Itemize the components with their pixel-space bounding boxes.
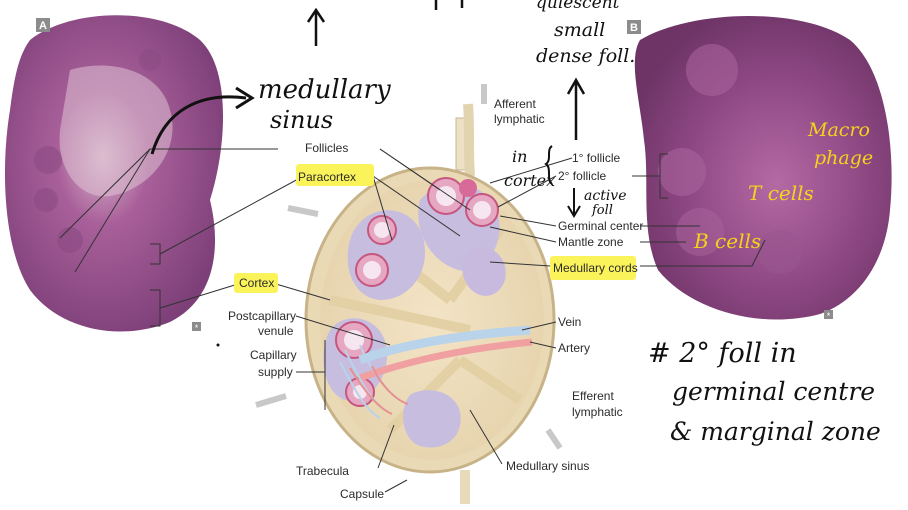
label-venule: venule (258, 324, 294, 338)
panel-a-letter: A (39, 20, 47, 32)
label-secondary-follicle: 2° follicle (558, 169, 606, 183)
note-foll: foll (591, 203, 613, 218)
label-mantle-zone: Mantle zone (558, 235, 624, 249)
follicle-primary (459, 179, 477, 197)
histology-panel-a: A * (5, 15, 223, 333)
note-in: in (512, 147, 527, 166)
note-macro: Macro (807, 119, 870, 141)
note-quiescent: quiescent (536, 0, 620, 13)
note-phage: phage (814, 147, 873, 169)
label-follicles: Follicles (305, 141, 348, 155)
note-cortex: cortex (504, 171, 555, 190)
panel-a-star: * (195, 323, 199, 333)
label-vein: Vein (558, 315, 581, 329)
up-arrow-icon-2 (568, 80, 584, 140)
note-active: active (584, 188, 627, 204)
label-primary-follicle: 1° follicle (572, 151, 620, 165)
label-medullary-cords: Medullary cords (553, 261, 638, 275)
note-line-1: # 2° foll in (648, 338, 797, 369)
note-line-2: germinal centre (672, 377, 875, 406)
panel-b-star: * (827, 311, 831, 321)
label-capillary: Capillary (250, 348, 297, 362)
label-trabecula: Trabecula (296, 464, 349, 478)
label-afferent-lymphatic: lymphatic (494, 112, 545, 126)
up-arrow-icon (308, 10, 324, 46)
note-sinus: sinus (270, 106, 333, 134)
note-line-3: & marginal zone (670, 417, 881, 446)
label-capsule: Capsule (340, 487, 384, 501)
label-supply: supply (258, 365, 293, 379)
label-postcapillary: Postcapillary (228, 309, 296, 323)
note-dense-foll: dense foll. (536, 45, 635, 67)
note-t-cells: T cells (748, 181, 814, 205)
label-efferent-lymphatic: lymphatic (572, 405, 623, 419)
label-efferent: Efferent (572, 389, 614, 403)
label-medullary-sinus: Medullary sinus (506, 459, 589, 473)
label-artery: Artery (558, 341, 590, 355)
label-cortex: Cortex (239, 276, 274, 290)
panel-b-letter: B (630, 22, 638, 34)
note-b-cells: B cells (693, 229, 761, 253)
note-medullary: medullary (258, 75, 391, 105)
label-afferent: Afferent (494, 97, 536, 111)
label-germinal-center: Germinal center (558, 219, 643, 233)
note-small: small (554, 19, 605, 41)
label-paracortex: Paracortex (298, 170, 356, 184)
